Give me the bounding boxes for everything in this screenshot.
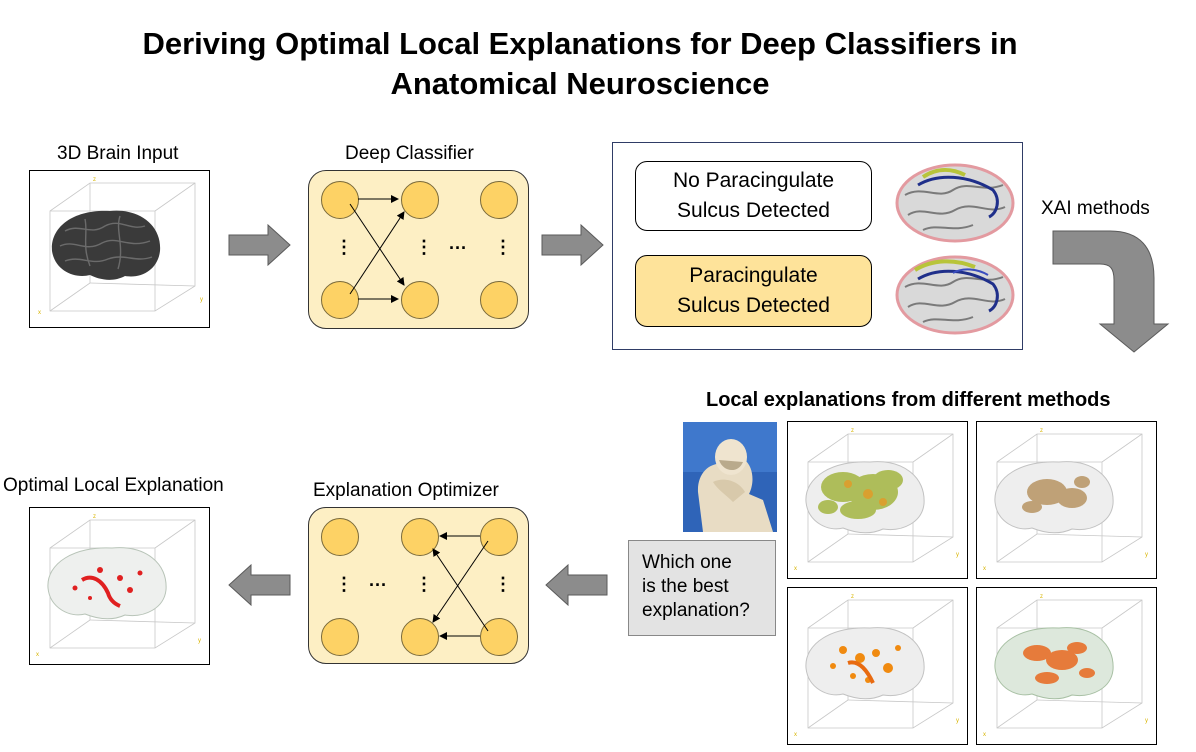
result-no-line-2: Sulcus Detected xyxy=(677,199,830,222)
brain-input-plot: z x y xyxy=(38,177,203,316)
explanation-plot-3: z x y xyxy=(794,594,959,738)
svg-text:y: y xyxy=(956,718,959,724)
input-node-2 xyxy=(321,281,359,319)
svg-text:x: x xyxy=(38,310,41,316)
explanation-plot-2: z x y xyxy=(983,428,1148,572)
svg-text:y: y xyxy=(1145,718,1148,724)
title-line-2: Anatomical Neuroscience xyxy=(390,66,770,101)
optimal-explanation-image: z x y xyxy=(29,507,210,665)
svg-text:z: z xyxy=(1040,594,1043,600)
arrow-classifier-to-results xyxy=(541,223,604,267)
horizontal-ellipsis: ··· xyxy=(369,575,387,595)
explanation-method-2: z x y xyxy=(976,421,1157,579)
svg-text:x: x xyxy=(794,566,797,572)
explanation-optimizer-panel: ⋮ ⋮ ⋮ ··· xyxy=(308,507,529,664)
svg-text:z: z xyxy=(851,594,854,600)
xai-methods-label: XAI methods xyxy=(1041,198,1150,219)
vertical-ellipsis: ⋮ xyxy=(415,574,433,594)
arrow-xai-methods xyxy=(1052,230,1170,353)
thinker-statue-image xyxy=(683,422,777,532)
brain-input-image: z x y xyxy=(29,170,210,328)
brain-shape xyxy=(51,210,161,280)
question-line-2: is the best xyxy=(642,576,729,597)
deep-classifier-panel: ⋮ ⋮ ⋮ ··· xyxy=(308,170,529,329)
statue-drawing xyxy=(683,422,777,532)
result-yes-line-2: Sulcus Detected xyxy=(677,294,830,317)
explanation-method-1: z x y xyxy=(787,421,968,579)
page-title: Deriving Optimal Local Explanations for … xyxy=(0,24,1160,104)
svg-text:y: y xyxy=(956,552,959,558)
hidden-node-2 xyxy=(401,281,439,319)
classifier-connections xyxy=(349,195,405,303)
svg-text:x: x xyxy=(794,732,797,738)
explanation-plot-4: z x y xyxy=(983,594,1148,738)
title-line-1: Deriving Optimal Local Explanations for … xyxy=(142,26,1018,61)
optimizer-node-right-1 xyxy=(480,518,518,556)
svg-text:y: y xyxy=(198,638,201,644)
optimizer-node-mid-2 xyxy=(401,618,439,656)
cortex-surface-bottom xyxy=(895,255,1015,335)
vertical-ellipsis: ⋮ xyxy=(494,574,512,594)
optimizer-node-left-1 xyxy=(321,518,359,556)
arrow-input-to-classifier xyxy=(228,223,291,267)
classifier-label: Deep Classifier xyxy=(345,143,474,164)
cortex-surface-top xyxy=(895,163,1015,243)
explanation-method-3: z x y xyxy=(787,587,968,745)
svg-text:z: z xyxy=(1040,428,1043,434)
svg-text:x: x xyxy=(983,566,986,572)
horizontal-ellipsis: ··· xyxy=(449,238,467,258)
arrow-optimizer-to-output xyxy=(228,563,291,607)
output-node-2 xyxy=(480,281,518,319)
optimizer-node-left-2 xyxy=(321,618,359,656)
svg-text:y: y xyxy=(1145,552,1148,558)
svg-text:z: z xyxy=(93,177,96,183)
explanation-method-4: z x y xyxy=(976,587,1157,745)
question-line-3: explanation? xyxy=(642,600,750,621)
optimizer-node-right-2 xyxy=(480,618,518,656)
input-node-1 xyxy=(321,181,359,219)
svg-text:y: y xyxy=(200,297,203,303)
cortex-surface-images xyxy=(895,163,1015,335)
svg-text:z: z xyxy=(851,428,854,434)
output-node-1 xyxy=(480,181,518,219)
svg-text:x: x xyxy=(36,652,39,658)
optimizer-label: Explanation Optimizer xyxy=(313,480,499,501)
optimizer-connections xyxy=(432,532,489,640)
vertical-ellipsis: ⋮ xyxy=(335,237,353,257)
explanation-plot-1: z x y xyxy=(794,428,959,572)
question-line-1: Which one xyxy=(642,552,732,573)
svg-text:x: x xyxy=(983,732,986,738)
svg-text:z: z xyxy=(93,514,96,520)
result-yes-line-1: Paracingulate xyxy=(689,264,818,287)
vertical-ellipsis: ⋮ xyxy=(494,237,512,257)
hidden-node-1 xyxy=(401,181,439,219)
vertical-ellipsis: ⋮ xyxy=(335,574,353,594)
vertical-ellipsis: ⋮ xyxy=(415,237,433,257)
local-explanations-label: Local explanations from different method… xyxy=(706,389,1111,411)
question-box: Which one is the best explanation? xyxy=(628,540,776,636)
optimal-explanation-plot: z x y xyxy=(36,514,201,658)
arrow-explanations-to-optimizer xyxy=(545,563,608,607)
input-label: 3D Brain Input xyxy=(57,143,179,164)
optimal-explanation-label: Optimal Local Explanation xyxy=(3,475,224,496)
result-no-line-1: No Paracingulate xyxy=(672,169,835,192)
